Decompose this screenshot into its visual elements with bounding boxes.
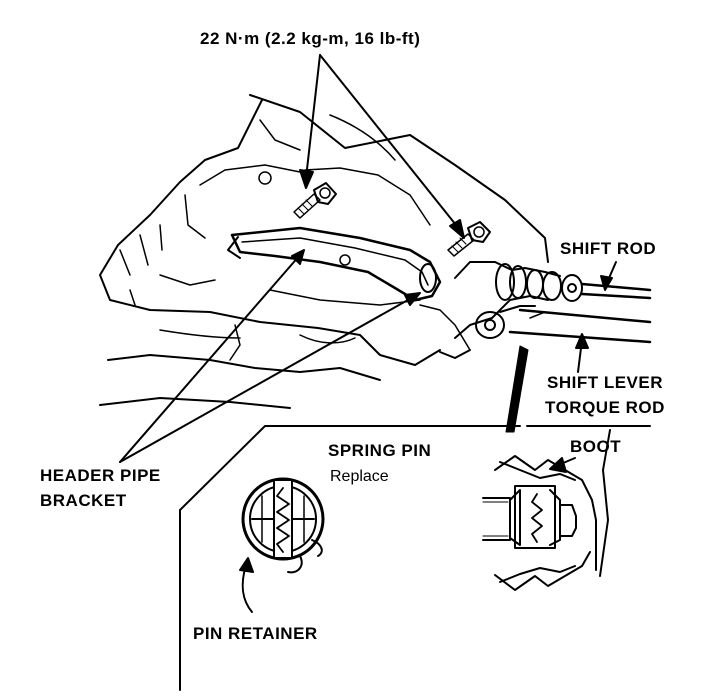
transmission-case xyxy=(99,94,549,409)
bolt-right xyxy=(447,221,491,257)
shift-rod-arrow xyxy=(600,261,617,291)
boot-arrow xyxy=(549,457,576,473)
pin-retainer-drawing xyxy=(241,477,325,574)
spring-pin-label: SPRING PIN xyxy=(328,441,432,460)
header-pipe-label-line2: BRACKET xyxy=(40,491,127,510)
header-pipe-label-line1: HEADER PIPE xyxy=(40,466,161,485)
bolt-left xyxy=(293,182,337,219)
torque-spec-label: 22 N·m (2.2 kg-m, 16 lb-ft) xyxy=(200,29,421,48)
torque-callout-arrows xyxy=(299,54,465,239)
shift-rod-assembly xyxy=(439,261,652,359)
detail-pointer xyxy=(505,345,529,433)
pin-retainer-label: PIN RETAINER xyxy=(193,624,318,643)
pin-retainer-arrow xyxy=(239,557,254,613)
shift-lever-label-line1: SHIFT LEVER xyxy=(547,373,664,392)
shift-lever-label-line2: TORQUE ROD xyxy=(545,398,665,417)
spring-pin-note: Replace xyxy=(330,468,389,485)
shift-rod-label: SHIFT ROD xyxy=(560,239,657,258)
header-pipe-bracket xyxy=(227,226,442,302)
shift-lever-arrow xyxy=(575,333,589,373)
header-pipe-arrows xyxy=(119,249,421,463)
detail-frame xyxy=(179,425,651,691)
boot-label: BOOT xyxy=(570,437,622,456)
